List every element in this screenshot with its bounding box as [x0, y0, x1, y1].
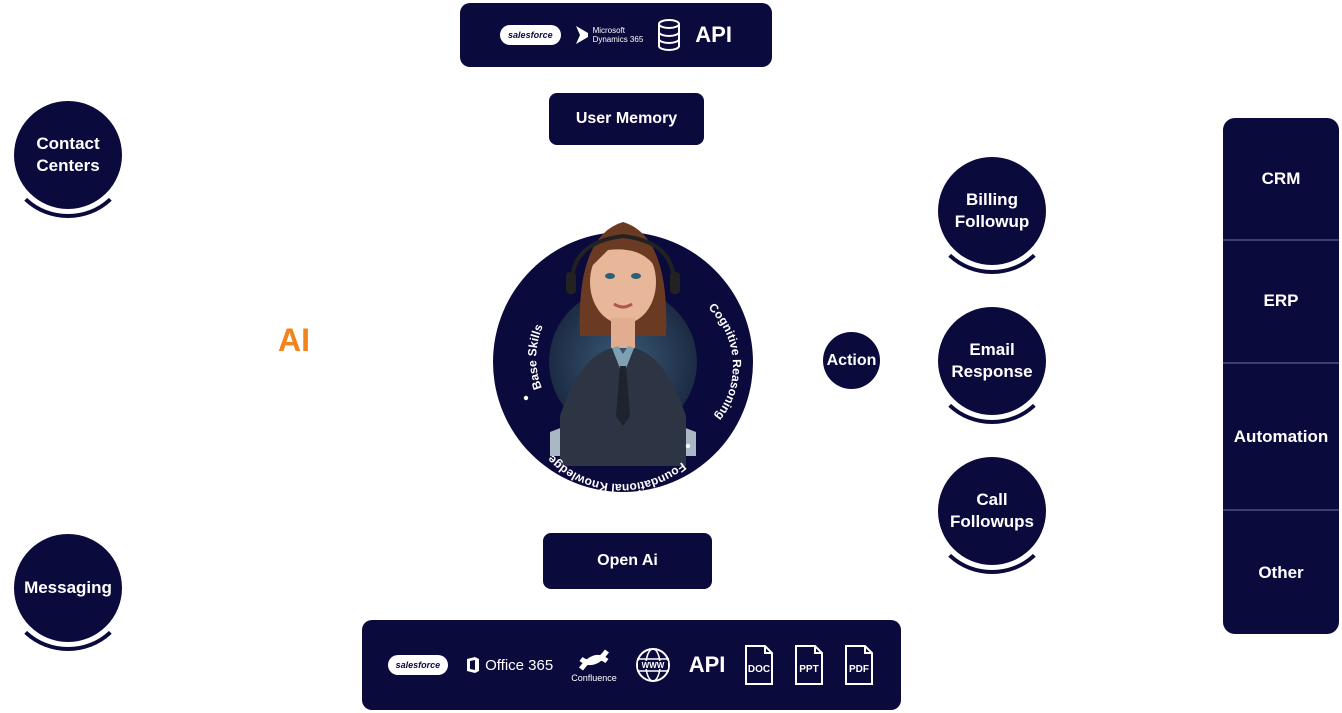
ring-base-skills: Base Skills	[525, 322, 546, 392]
svg-text:Base Skills: Base Skills	[525, 322, 546, 392]
microsoft-dynamics-logo: Microsoft Dynamics 365	[575, 25, 644, 45]
target-other: Other	[1258, 562, 1304, 582]
action-label: Action	[826, 351, 877, 369]
ring-dot-left	[523, 395, 529, 401]
confluence-logo: Confluence	[571, 647, 617, 683]
email-response-node: Email Response	[931, 307, 1053, 424]
salesforce-logo: salesforce	[500, 25, 561, 45]
dynamics-label: Microsoft Dynamics 365	[592, 26, 644, 44]
divider	[1223, 362, 1339, 364]
target-erp: ERP	[1263, 291, 1299, 310]
office365-label: Office 365	[485, 656, 554, 674]
api-label: API	[695, 22, 732, 47]
agent-ring-graphic: Base Skills Cognitive Reasoning Foundati…	[493, 222, 753, 495]
globe-icon: WWW	[635, 648, 670, 682]
bottom-sources-bar: salesforce Office 365 Confluence WWW API…	[362, 620, 901, 710]
ppt-label: PPT	[800, 664, 819, 675]
open-ai-label: Open Ai	[597, 552, 658, 569]
api-label: API	[688, 652, 726, 677]
top-integrations-bar: salesforce Microsoft Dynamics 365 API	[460, 3, 772, 67]
dynamics-icon	[575, 26, 588, 44]
user-memory-box: User Memory	[549, 93, 704, 145]
messaging-label: Messaging	[24, 578, 112, 597]
email-response-label: Email Response	[951, 340, 1033, 381]
database-icon	[658, 19, 681, 51]
target-crm: CRM	[1261, 168, 1301, 188]
doc-file-icon: DOC	[745, 645, 774, 685]
confluence-icon	[578, 649, 609, 671]
call-followups-label: Call Followups	[949, 490, 1035, 531]
call-followups-node: Call Followups	[931, 457, 1053, 574]
pdf-label: PDF	[849, 664, 869, 675]
user-memory-label: User Memory	[575, 110, 678, 127]
messaging-node: Messaging	[7, 534, 129, 651]
contact-centers-node: Contact Centers	[7, 101, 129, 218]
www-logo: WWW	[635, 647, 671, 683]
doc-label: DOC	[748, 664, 770, 675]
salesforce-logo: salesforce	[387, 655, 449, 675]
action-node: Action	[823, 332, 880, 389]
www-label: WWW	[641, 661, 664, 670]
open-ai-box: Open Ai	[543, 533, 712, 589]
agent-avatar	[550, 222, 696, 466]
pdf-file-icon: PDF	[845, 645, 874, 685]
billing-followup-node: Billing Followup	[931, 157, 1053, 274]
billing-followup-label: Billing Followup	[954, 190, 1030, 231]
agent-core: Base Skills Cognitive Reasoning Foundati…	[490, 176, 756, 495]
confluence-label: Confluence	[571, 673, 617, 683]
contact-centers-label: Contact Centers	[36, 134, 100, 175]
target-systems-panel: CRM ERP Automation Other	[1223, 118, 1339, 634]
office-icon	[467, 657, 480, 673]
ppt-file-icon: PPT	[795, 645, 824, 685]
target-automation: Automation	[1233, 426, 1329, 446]
office365-logo: Office 365	[466, 656, 553, 674]
divider	[1223, 509, 1339, 511]
ring-dot-right	[685, 443, 691, 449]
ai-label: AI	[278, 322, 310, 358]
divider	[1223, 239, 1339, 241]
